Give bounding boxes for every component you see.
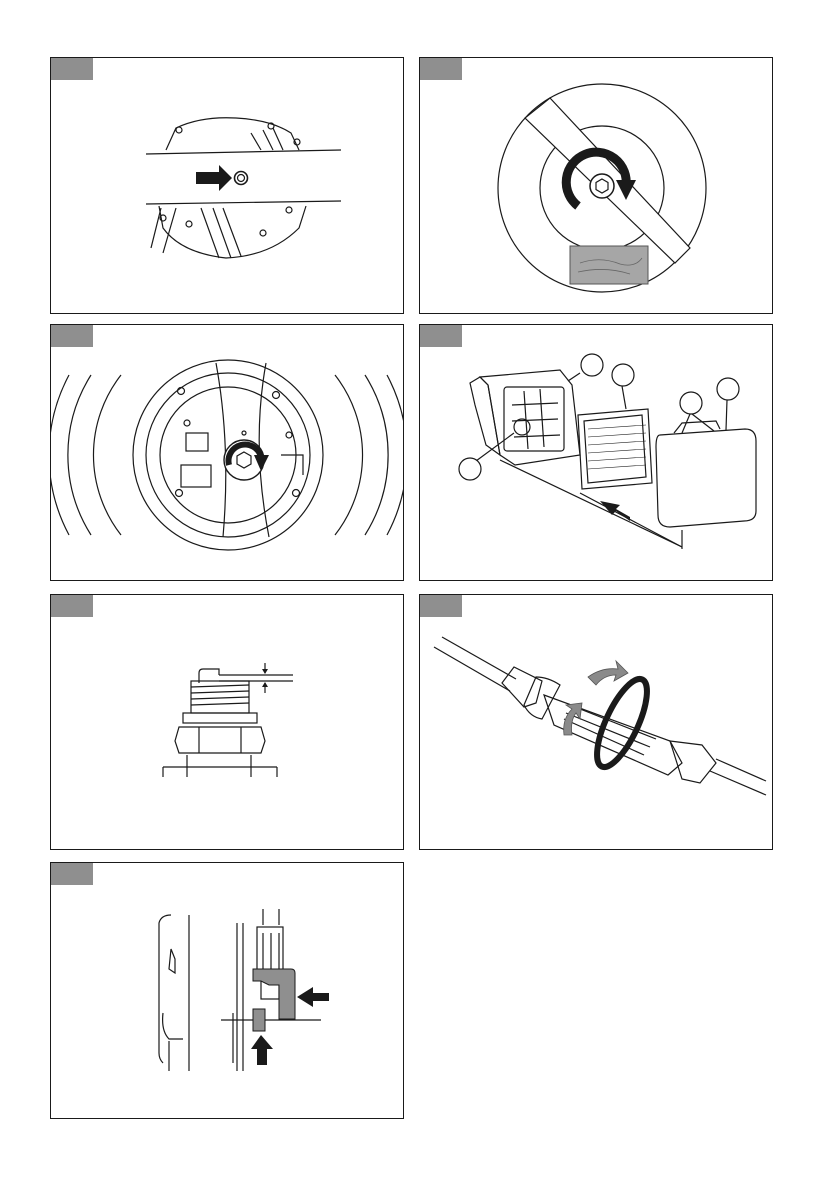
figure-7-arrow-left-icon xyxy=(297,987,329,1007)
figure-6-panel xyxy=(419,594,773,850)
figure-3-illustration xyxy=(51,325,404,581)
figure-3-panel xyxy=(50,324,404,581)
figure-4-arrow-icon xyxy=(600,501,630,521)
figure-1-panel xyxy=(50,57,404,314)
figure-7-panel xyxy=(50,862,404,1119)
figure-4-panel xyxy=(419,324,773,581)
figure-2-illustration xyxy=(420,58,773,314)
figure-2-panel xyxy=(419,57,773,314)
wood-block-icon xyxy=(570,246,648,284)
figure-6-arrow-up-icon xyxy=(588,661,628,685)
figure-7-arrow-up-icon xyxy=(251,1035,273,1065)
figure-1-illustration xyxy=(51,58,404,314)
figure-6-illustration xyxy=(420,595,773,850)
figure-4-fine-lines xyxy=(588,425,646,469)
figure-5-illustration xyxy=(51,595,404,850)
spark-plug-icon xyxy=(163,663,293,777)
adjuster-nut-icon xyxy=(253,1009,265,1031)
figure-1-arrow-icon xyxy=(196,165,232,191)
figure-5-panel xyxy=(50,594,404,850)
figure-7-illustration xyxy=(51,863,404,1119)
figure-4-illustration xyxy=(420,325,773,581)
